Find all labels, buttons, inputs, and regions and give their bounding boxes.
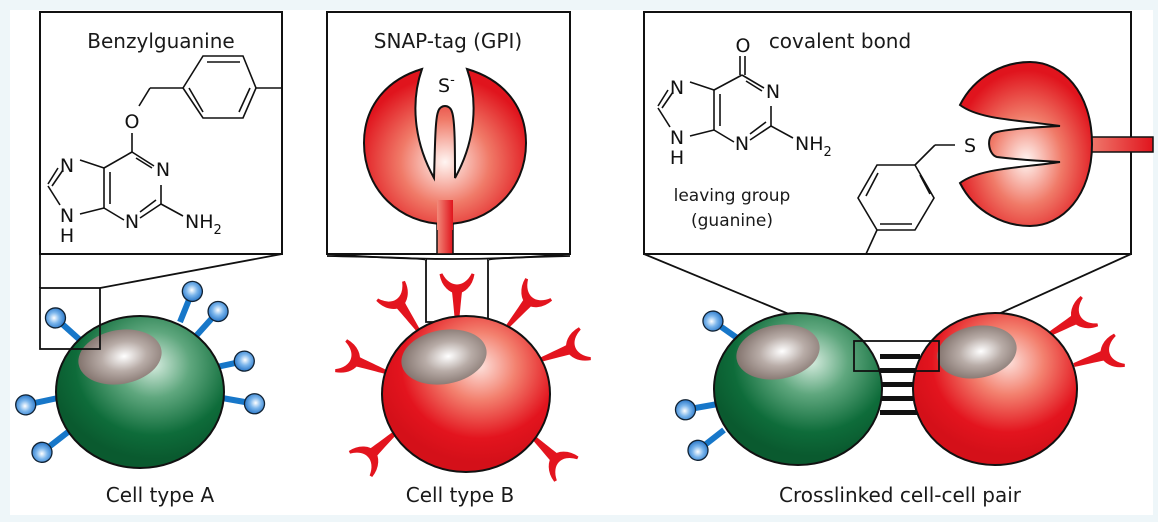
panel-cell-type-a: Benzylguanine O [14,11,283,507]
svg-text:N: N [156,159,170,181]
snap-tag-protein-bound-icon [958,60,1154,228]
zoom-box-crosslink [853,340,940,372]
crosslinked-cell-a-nucleus [736,324,820,380]
svg-text:O: O [736,35,751,57]
svg-text:O: O [125,111,140,133]
caption-crosslinked-pair: Crosslinked cell-cell pair [779,483,1022,507]
svg-text:N: N [670,77,684,99]
guanine-structure: O N N N H N NH2 [657,35,832,169]
panel-cell-type-b: SNAP-tag (GPI) S- Cell type B [326,11,593,507]
svg-text:N: N [60,205,74,227]
caption-cell-type-b: Cell type B [406,483,515,507]
svg-text:H: H [60,225,74,247]
svg-text:N: N [125,211,139,233]
leaving-group-sublabel: (guanine) [691,211,773,231]
inset-title: Benzylguanine [87,29,234,53]
inset-title: covalent bond [769,29,911,53]
svg-text:N: N [60,155,74,177]
svg-text:H: H [670,147,684,169]
svg-text:N: N [735,133,749,155]
caption-cell-type-a: Cell type A [106,483,215,507]
benzylguanine-structure: O N N N H N NH2 [47,55,282,247]
svg-text:NH2: NH2 [795,133,832,160]
svg-text:S-: S- [438,73,455,97]
benzyl-thioether-structure: S [857,135,976,255]
svg-text:N: N [766,81,780,103]
svg-text:N: N [670,127,684,149]
panel-crosslinked-pair: covalent bond O N N N H N NH [643,11,1154,507]
cell-b-nucleus [401,329,487,385]
magnification-line [99,253,283,289]
svg-text:S: S [964,135,976,157]
zoom-box-a [39,287,101,350]
crosslinked-cell-b-nucleus [937,325,1017,379]
svg-text:NH2: NH2 [185,211,222,238]
snap-tag-protein-icon: S- [362,67,528,255]
leaving-group-label: leaving group [674,186,791,206]
inset-title: SNAP-tag (GPI) [374,29,522,53]
